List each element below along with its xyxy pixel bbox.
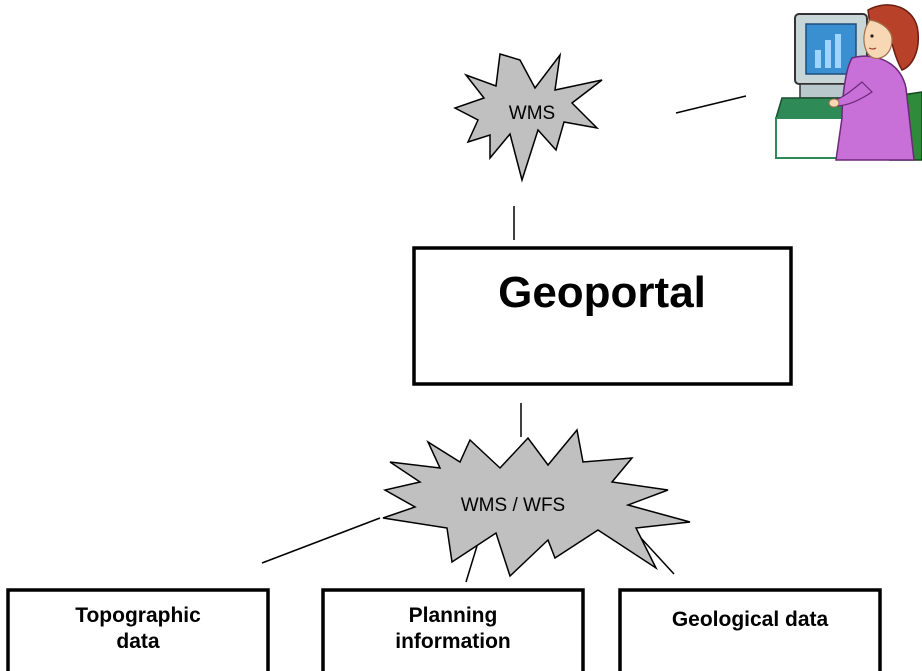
planning-information-box: Planning information	[321, 588, 585, 671]
person-eye	[870, 34, 874, 38]
connector-wmswfs-to-geological	[639, 536, 675, 575]
connector-wms-to-user	[675, 95, 747, 114]
screen-bar-3	[835, 34, 841, 68]
connector-wmswfs-to-topographic	[261, 517, 381, 564]
wms-wfs-burst-shape	[382, 428, 691, 578]
planning-information-box-frame	[321, 588, 585, 671]
wms-burst: WMS	[453, 52, 603, 183]
geoportal-title: Geoportal	[498, 268, 706, 317]
topographic-data-box-frame	[6, 588, 270, 671]
topographic-data-box: Topographic data	[6, 588, 270, 671]
topographic-data-label-line1: Topographic	[75, 604, 201, 627]
screen-bar-2	[825, 40, 831, 68]
wms-burst-label: WMS	[509, 103, 555, 124]
geoportal-box: Geoportal	[412, 246, 793, 386]
topographic-data-label-line2: data	[116, 630, 160, 653]
planning-information-label-line2: information	[395, 630, 511, 653]
wms-burst-shape	[453, 52, 603, 183]
geological-data-box-frame	[618, 588, 882, 671]
geoportal-box-frame	[412, 246, 793, 386]
person-hand	[828, 98, 840, 108]
wms-wfs-burst-label: WMS / WFS	[461, 495, 565, 516]
person-body	[835, 55, 915, 161]
planning-information-label-line1: Planning	[409, 604, 498, 627]
connector-wmswfs-to-planning	[465, 545, 478, 583]
person-at-computer-icon	[774, 4, 922, 161]
screen-bar-1	[815, 50, 821, 68]
wms-wfs-burst: WMS / WFS	[382, 428, 691, 578]
person-mouth	[868, 47, 877, 50]
geological-data-label: Geological data	[672, 608, 829, 631]
geological-data-box: Geological data	[618, 588, 882, 671]
